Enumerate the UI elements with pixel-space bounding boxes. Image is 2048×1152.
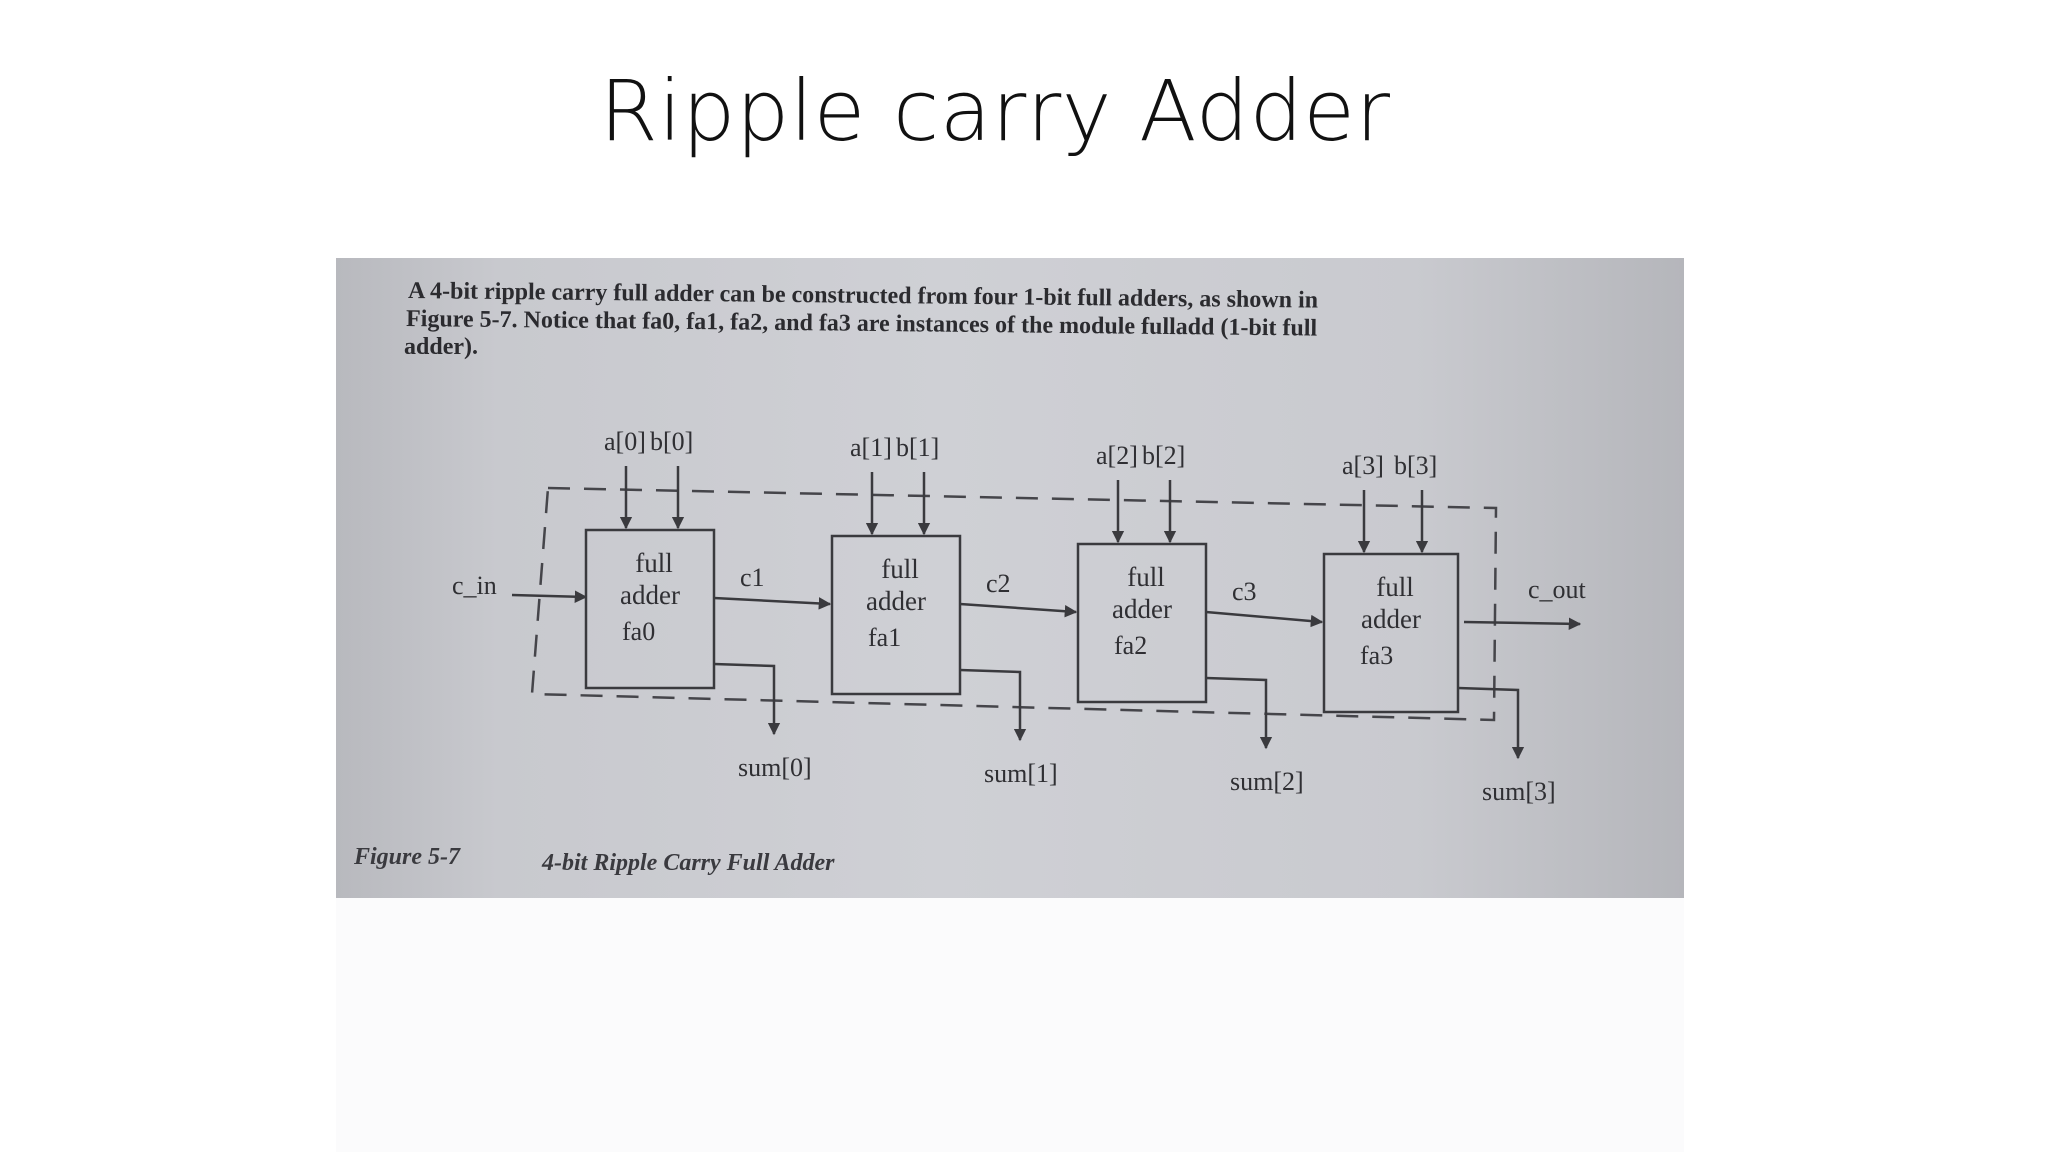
- full-adder-text-1: full: [1376, 572, 1414, 602]
- sum-arrow: [1457, 686, 1525, 760]
- full-adder-text-2: adder: [1112, 594, 1172, 624]
- input-a-label: a[1]: [850, 433, 892, 462]
- full-adder-instance-name: fa3: [1360, 641, 1393, 670]
- carry-arrow: [959, 602, 1078, 618]
- carry-in-arrow: [511, 590, 588, 603]
- full-adder-box: [1322, 552, 1460, 714]
- intro-line-3: adder).: [404, 334, 478, 360]
- sum-label: sum[0]: [738, 753, 812, 782]
- full-adder-instance-name: fa1: [868, 623, 901, 652]
- photo-lower-area: [336, 898, 1684, 1152]
- sum-arrow: [959, 668, 1027, 742]
- full-adder-box: [830, 534, 962, 696]
- carry-label: c3: [1232, 577, 1257, 606]
- module-boundary: [530, 486, 1498, 722]
- sum-arrow: [713, 662, 781, 736]
- carry-arrow: [713, 596, 832, 610]
- sum-label: sum[2]: [1230, 767, 1304, 796]
- full-adder-box: [584, 528, 716, 690]
- ripple-carry-diagram: A 4-bit ripple carry full adder can be c…: [353, 278, 1587, 876]
- input-a-label: a[2]: [1096, 441, 1138, 470]
- slide-title: Ripple carry Adder: [599, 62, 1391, 160]
- full-adder-instance-name: fa0: [622, 617, 655, 646]
- carry-label: c1: [740, 563, 765, 592]
- carry-in-label: c_in: [452, 571, 497, 600]
- full-adder-box: [1076, 542, 1208, 704]
- input-b-label: b[1]: [896, 433, 939, 462]
- input-a-label: a[0]: [604, 427, 646, 456]
- full-adder-text-1: full: [635, 548, 673, 578]
- full-adder-text-1: full: [1127, 562, 1165, 592]
- figure-caption: 4-bit Ripple Carry Full Adder: [541, 850, 835, 876]
- sum-label: sum[1]: [984, 759, 1058, 788]
- carry-out-arrow: [1463, 617, 1582, 631]
- input-a-label: a[3]: [1342, 451, 1384, 480]
- figure-label: Figure 5-7: [353, 844, 461, 870]
- full-adder-text-2: adder: [620, 580, 680, 610]
- sum-arrow: [1205, 676, 1273, 750]
- input-b-label: b[0]: [650, 427, 693, 456]
- input-b-label: b[3]: [1394, 451, 1437, 480]
- textbook-photo: A 4-bit ripple carry full adder can be c…: [336, 258, 1684, 898]
- input-b-label: b[2]: [1142, 441, 1185, 470]
- full-adder-instance-name: fa2: [1114, 631, 1147, 660]
- carry-out-label: c_out: [1528, 575, 1587, 604]
- full-adder-text-2: adder: [866, 586, 926, 616]
- carry-label: c2: [986, 569, 1011, 598]
- full-adder-text-1: full: [881, 554, 919, 584]
- full-adder-text-2: adder: [1361, 604, 1421, 634]
- carry-arrow: [1205, 610, 1324, 628]
- sum-label: sum[3]: [1482, 777, 1556, 806]
